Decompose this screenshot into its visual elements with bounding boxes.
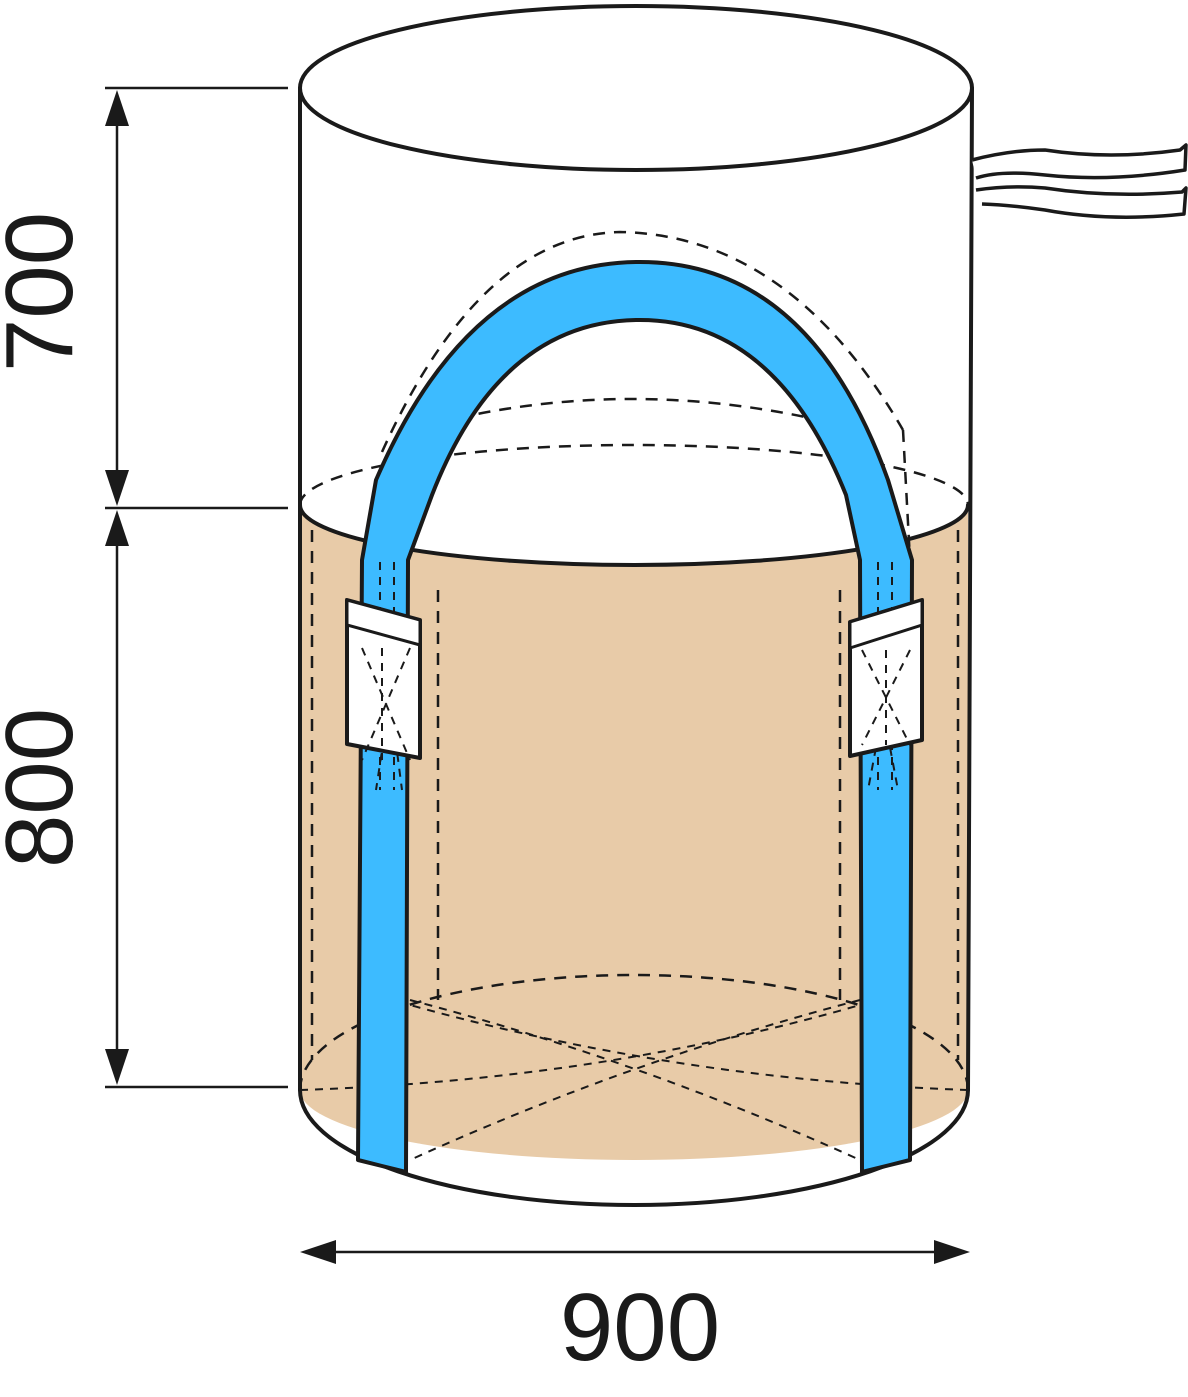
bag-lower-body [300, 505, 968, 1160]
bottom-cross-dash-2 [409, 999, 861, 1161]
bag-top-rim [298, 4, 974, 172]
dimension-bottom-height: 800 [0, 510, 288, 1089]
back-loop-dashed-right-leg [901, 429, 912, 561]
bag-bottom-back-curve [298, 973, 970, 1091]
dim-top-arrow-down [105, 470, 129, 506]
bag-right-edge [966, 86, 974, 1092]
belt-sleeve-right-band [848, 597, 924, 651]
dim-bottom-arrow-down [105, 1049, 129, 1085]
fill-level-front-curve [298, 503, 970, 567]
back-loop-dashed-inner [457, 397, 811, 420]
dim-bottom-arrow-up [105, 510, 129, 546]
tie-string [971, 143, 1188, 219]
dim-bottom-label: 800 [0, 708, 93, 868]
bottom-cross-dash-1 [409, 999, 861, 1161]
lifting-belt-loop [356, 260, 914, 1174]
dim-top-label: 700 [0, 212, 93, 372]
fill-level-back-curve [298, 443, 970, 506]
dim-width-label: 900 [560, 1274, 720, 1381]
sleeve-stitch-right [861, 649, 911, 746]
belt-sleeve-left-band [345, 598, 422, 647]
bag-inner-opening [300, 445, 968, 565]
dim-width-arrow-right [934, 1240, 970, 1264]
dimension-top-height: 700 [0, 86, 288, 510]
back-loop-dashed [380, 230, 905, 453]
dimension-width: 900 [300, 1240, 970, 1381]
dim-top-arrow-up [105, 90, 129, 126]
sleeve-stitch-left [361, 647, 411, 761]
bag-bottom-front-curve [298, 1088, 970, 1207]
dim-width-arrow-left [300, 1240, 336, 1264]
